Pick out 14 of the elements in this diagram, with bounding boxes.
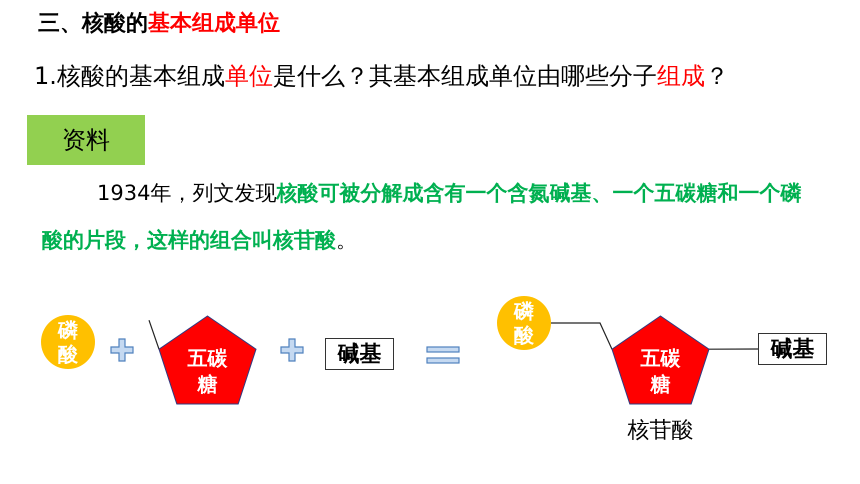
connector-line (709, 348, 758, 350)
pentagon-node: 五碳糖 (611, 315, 710, 405)
circle-node: 磷酸 (497, 296, 551, 350)
paragraph-text: 1934年，列文发现核酸可被分解成含有一个含氮碱基、一个五碳糖和一个磷酸的片段，这样的组合叫核苷酸。 (42, 180, 802, 254)
circle-node: 磷酸 (41, 315, 95, 369)
text-box: 碱基 (758, 333, 827, 365)
text-box: 碱基 (325, 338, 394, 370)
question-text: 1.核酸的基本组成单位是什么？其基本组成单位由哪些分子组成？ (34, 61, 729, 92)
pentagon-node: 五碳糖 (158, 315, 257, 405)
caption-text: 核苷酸 (626, 417, 694, 445)
connector-line (551, 322, 613, 350)
heading: 三、核酸的基本组成单位 (38, 10, 280, 38)
connector-line (148, 320, 160, 350)
tag-box: 资料 (27, 115, 145, 165)
